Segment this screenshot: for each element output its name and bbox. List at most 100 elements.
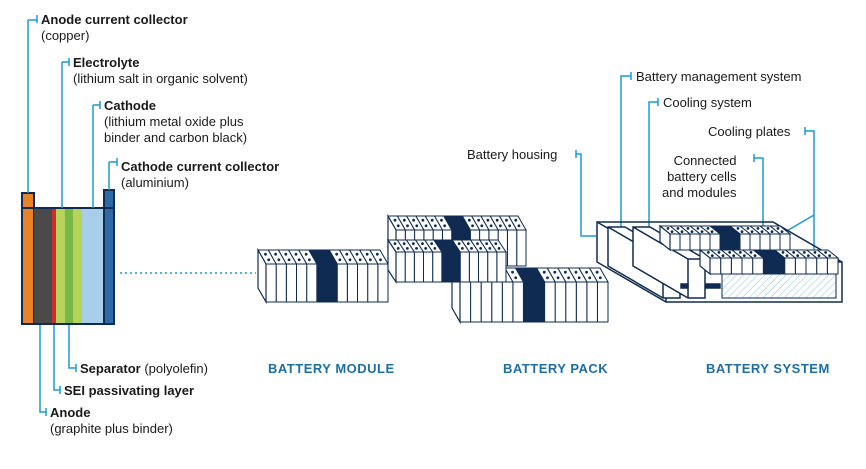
cell-terminal [564, 270, 567, 274]
cell-terminal [396, 247, 400, 250]
cell-terminal [717, 251, 721, 254]
cell-terminal [424, 224, 428, 228]
leader-lines [27, 15, 815, 416]
cell-terminal [740, 230, 744, 234]
module-cell-front [596, 281, 609, 323]
electrolyte-title: Electrolyte [73, 55, 140, 70]
electrolyte-label: Electrolyte (lithium salt in organic sol… [73, 55, 248, 87]
cell-terminal [508, 224, 512, 228]
cell-terminal [277, 258, 281, 262]
cell-terminal [396, 224, 400, 228]
cell-terminal [728, 251, 732, 254]
cell-terminal [287, 258, 291, 262]
cell-terminal [514, 218, 518, 222]
cell-terminal [443, 224, 447, 228]
electrolyte-layer-1 [56, 208, 65, 324]
module-cell-front [432, 251, 443, 283]
cell-terminal [497, 247, 501, 250]
cathode-current-collector-layer [103, 189, 115, 325]
cell-terminal [477, 218, 481, 222]
cell-terminal [486, 218, 490, 222]
cell-terminal [750, 230, 754, 234]
cell-terminal [479, 247, 483, 250]
module-cell-front [285, 263, 297, 303]
module-cell-front [506, 229, 518, 267]
cell-terminal [666, 227, 670, 230]
cell-terminal [430, 242, 434, 246]
cell-outline [21, 207, 115, 325]
cell-terminal [511, 270, 514, 274]
module-cell-front [669, 233, 681, 251]
system-modules [658, 224, 840, 276]
cell-terminal [415, 247, 418, 250]
module-cell-front [480, 281, 493, 323]
cell-terminal [753, 254, 757, 257]
cell-terminal [355, 252, 359, 256]
module-cell-front [739, 233, 751, 251]
cell-terminal [706, 251, 710, 254]
module-cell-front [316, 263, 328, 303]
anode-title: Anode [50, 405, 91, 420]
cell-terminal [274, 252, 278, 256]
electrolyte-sub: (lithium salt in organic solvent) [73, 71, 248, 86]
module-cell-front [565, 281, 577, 323]
anode-current-collector-layer [21, 192, 35, 325]
cell-terminal [517, 224, 521, 228]
module-cell-front [450, 251, 461, 283]
battery-housing-label: Battery housing [467, 147, 558, 162]
module-cell-front [805, 257, 818, 275]
cell-terminal [553, 270, 557, 274]
module-cell-front [404, 251, 415, 283]
connected-cells-label: Connected battery cells and modules [662, 153, 736, 201]
cooling-system-label: Cooling system [663, 95, 752, 110]
cell-terminal [556, 276, 560, 280]
cell-terminal [335, 252, 339, 256]
module-cell-front [752, 257, 764, 275]
cell-terminal [402, 242, 406, 246]
module-cell-front [478, 251, 489, 283]
module-cell-front [516, 229, 527, 267]
cell-terminal [680, 230, 684, 234]
connected-line-2: battery cells [667, 169, 737, 184]
cell-terminal [485, 242, 489, 246]
cell-terminal [546, 276, 549, 280]
electrolyte-layer-2 [73, 208, 82, 324]
cell-terminal [670, 230, 674, 234]
cell-terminal [505, 218, 508, 222]
cell-terminal [338, 258, 342, 262]
cell-terminal [781, 251, 785, 254]
cell-terminal [375, 252, 379, 256]
module-cell-front [779, 233, 791, 251]
cell-terminal [710, 254, 714, 257]
cell-terminal [476, 242, 479, 246]
cell-terminal [770, 230, 774, 234]
module-cell-front [741, 257, 754, 275]
cell-terminal [440, 218, 443, 222]
cell-terminal [402, 218, 406, 222]
cell-terminal [424, 247, 428, 250]
cell-terminal [738, 251, 742, 254]
module-cell-front [395, 251, 406, 283]
battery-module-caption: BATTERY MODULE [268, 361, 395, 376]
module-cell-front [377, 263, 389, 303]
module-cell-front [794, 257, 807, 275]
cell-terminal [828, 254, 832, 257]
cell-terminal [345, 252, 349, 256]
cell-terminal [574, 270, 578, 274]
module-cell-front [275, 263, 287, 303]
cell-terminal [700, 230, 704, 234]
cell-terminal [567, 276, 570, 280]
module-cell-front [689, 233, 701, 251]
module-cell-front [709, 257, 722, 275]
cell-terminal [542, 270, 546, 274]
cell-terminal [412, 218, 416, 222]
cell-terminal [467, 218, 471, 222]
module-cell-front [719, 233, 731, 251]
cell-terminal [710, 230, 714, 234]
module-cell-front [496, 251, 507, 283]
cell-terminal [495, 218, 499, 222]
system-module-front [698, 248, 840, 276]
module-layer [257, 213, 609, 325]
cell-terminal [732, 254, 736, 257]
module-cell-front [491, 281, 503, 323]
